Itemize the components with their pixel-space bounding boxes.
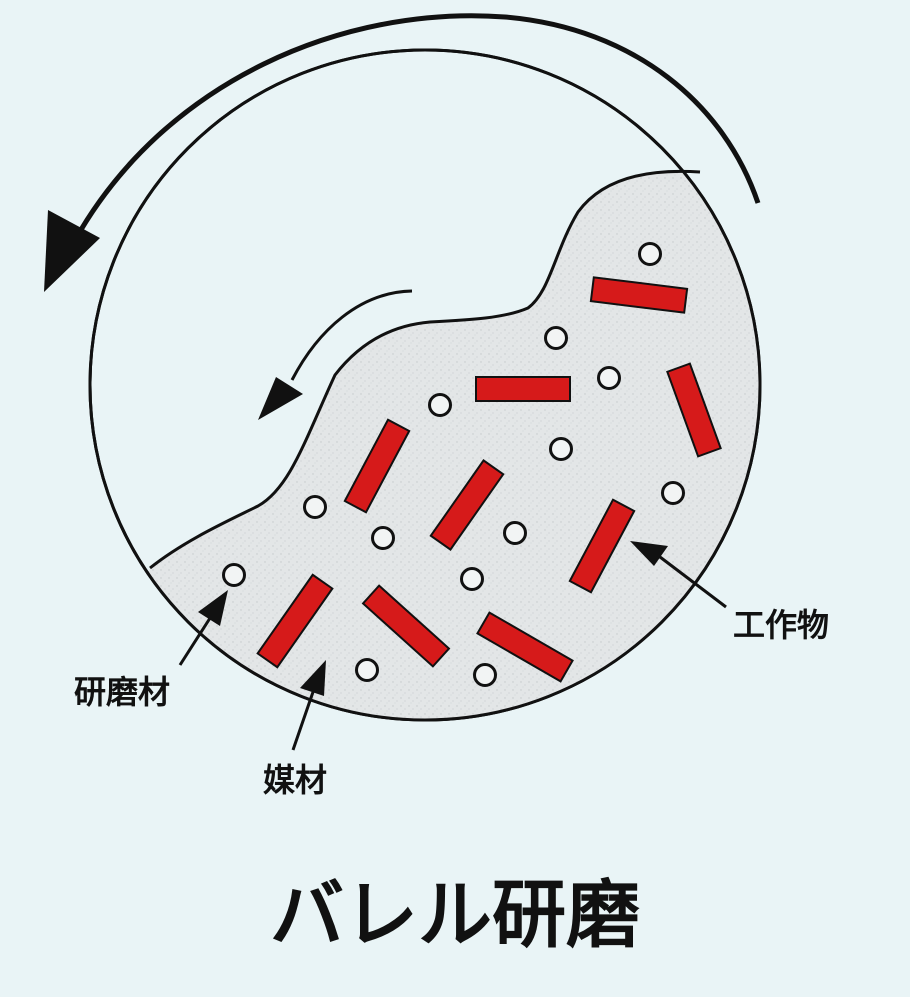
- diagram-title: バレル研磨: [270, 872, 640, 958]
- workpiece: [343, 418, 411, 514]
- workpiece: [256, 573, 334, 669]
- workpiece: [476, 611, 574, 683]
- abrasive-particle: [503, 521, 527, 545]
- label-workpiece: 工作物: [733, 606, 829, 644]
- pointer-arrow-icon: [630, 541, 668, 566]
- abrasive-particle: [371, 526, 395, 550]
- workpiece: [589, 276, 689, 314]
- pointer-arrow-icon: [300, 660, 326, 696]
- abrasive-particle: [597, 366, 621, 390]
- abrasive-particle: [544, 326, 568, 350]
- workpiece: [429, 459, 505, 551]
- abrasive-particles: [222, 242, 685, 687]
- abrasive-particle: [549, 437, 573, 461]
- abrasive-particle: [473, 663, 497, 687]
- workpiece: [666, 362, 722, 458]
- abrasive-particle: [460, 567, 484, 591]
- workpieces: [256, 276, 722, 683]
- pointer-abrasive: [178, 590, 228, 666]
- label-abrasive: 研磨材: [74, 673, 170, 711]
- workpiece: [475, 376, 571, 402]
- abrasive-particle: [355, 658, 379, 682]
- rotation-arrow-icon: [44, 13, 761, 292]
- abrasive-particle: [428, 393, 452, 417]
- pointer-media: [291, 660, 326, 751]
- abrasive-particle: [638, 242, 662, 266]
- pointer-arrow-icon: [198, 590, 228, 626]
- pointer-workpiece: [630, 541, 727, 609]
- abrasive-particle: [303, 495, 327, 519]
- workpiece: [361, 584, 451, 668]
- media-surface-line: [149, 169, 701, 570]
- abrasive-particle: [661, 481, 685, 505]
- media-region: [100, 171, 760, 720]
- flow-arrow-icon: [258, 289, 413, 420]
- label-media: 媒材: [263, 761, 327, 799]
- abrasive-particle: [222, 563, 246, 587]
- workpiece: [568, 498, 636, 594]
